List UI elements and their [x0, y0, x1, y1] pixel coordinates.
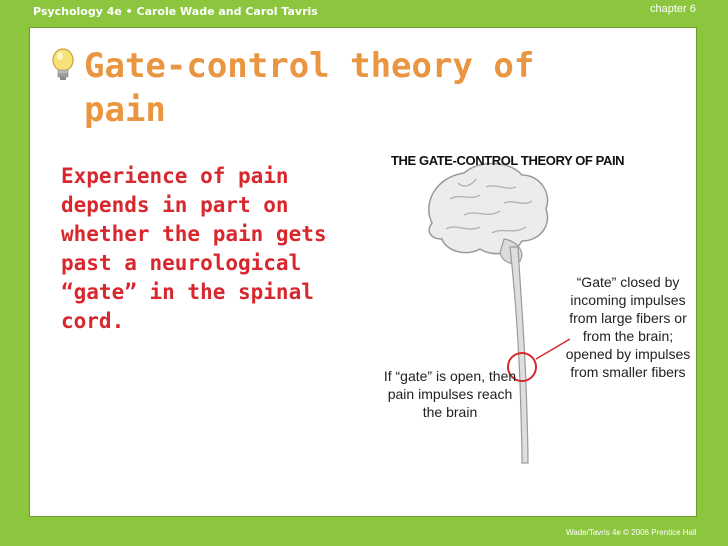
header-chapter: chapter 6	[650, 3, 696, 15]
brain-spinal-cord-illustration	[428, 162, 571, 464]
gate-control-figure: THE GATE-CONTROL THEORY OF PAIN “Gate” c…	[380, 143, 700, 473]
footer-copyright: Wade/Tavris 4e © 2006 Prentice Hall	[566, 528, 697, 537]
lightbulb-icon	[52, 48, 74, 80]
header-course-info: Psychology 4e • Carole Wade and Carol Ta…	[33, 5, 318, 18]
gate-circle	[507, 352, 537, 382]
figure-title: THE GATE-CONTROL THEORY OF PAIN	[391, 153, 625, 168]
brain-shape	[428, 162, 549, 255]
spinal-cord	[509, 246, 529, 464]
slide-card	[29, 27, 697, 517]
slide-title: Gate-control theory of pain	[84, 46, 535, 130]
gate-open-label: If “gate” is open, then pain impulses re…	[383, 368, 517, 420]
slide-body-text: Experience of pain depends in part on wh…	[61, 164, 327, 333]
gate-closed-label: “Gate” closed by incoming impulses from …	[565, 274, 691, 380]
